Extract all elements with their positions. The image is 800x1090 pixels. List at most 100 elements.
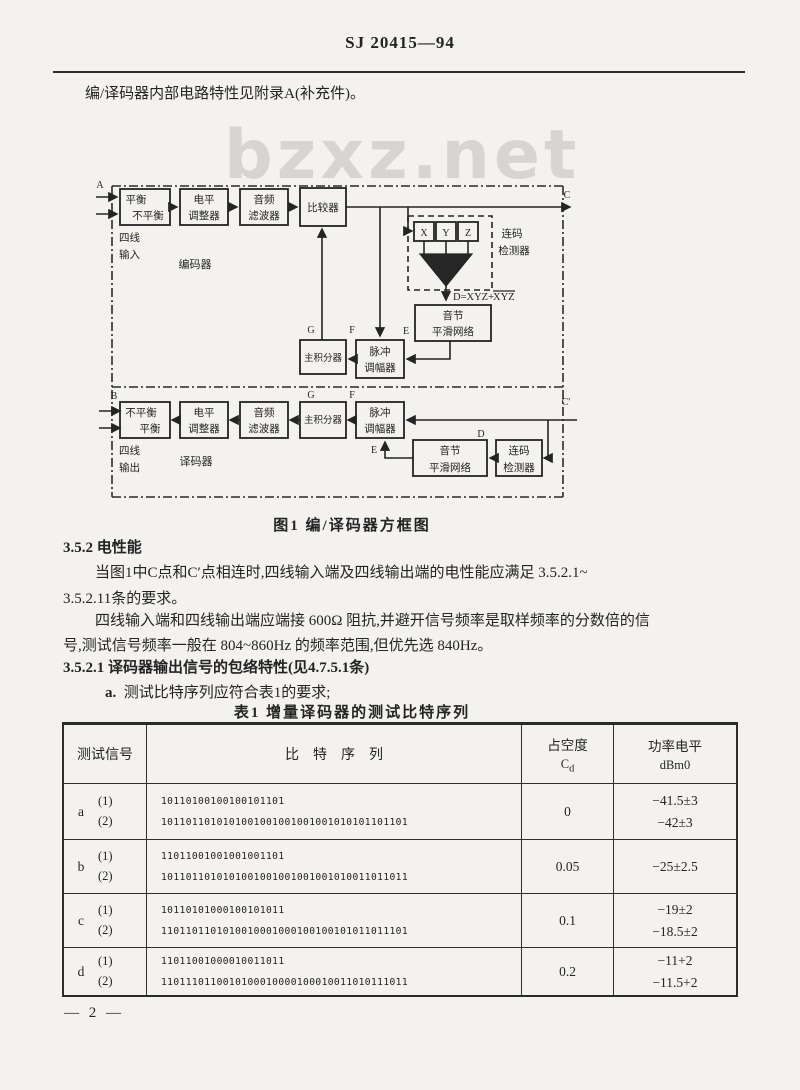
subrow-2-label: (2) [98, 869, 113, 883]
decoder-pam-box [355, 401, 405, 439]
duty-cycle-value: 0.05 [522, 840, 614, 893]
duty-cycle-value: 0 [522, 784, 614, 839]
header-duty-cycle: 占空度 Cd [522, 725, 614, 783]
decoder-section-label: 译码器 [180, 455, 213, 468]
power-level-1: −11+2 [657, 952, 693, 968]
encoder-smoothing-box [414, 304, 492, 342]
header-power-line1: 功率电平 [648, 739, 702, 754]
encoder-section-label: 编码器 [179, 257, 212, 271]
point-d-decoder-label: D [477, 429, 484, 440]
header-test-signal: 测试信号 [64, 725, 147, 783]
encoder-balance-line1: 平衡 [126, 194, 147, 206]
paragraph1-line2: 3.5.2.11条的要求。 [63, 591, 187, 607]
bit-sequence-2: 1101101101010010001000100100101011011101 [161, 925, 409, 937]
power-level-1: −19±2 [657, 901, 693, 917]
signal-letter: d [77, 963, 85, 979]
diagram-connections [96, 191, 577, 464]
decoder-detector-line1: 连码 [509, 444, 530, 457]
detector-gate-triangle [418, 253, 474, 287]
paragraph2-line1: 四线输入端和四线输出端应端接 600Ω 阻抗,并避开信号频率是取样频率的分数倍的… [95, 613, 650, 629]
table-row: d (1) (2) 11011001000010011011 1101110110… [64, 947, 736, 995]
item-a: a. 测试比特序列应符合表1的要求; [105, 681, 330, 702]
decoder-balance-box [119, 401, 171, 439]
point-f-encoder-label: F [349, 325, 355, 336]
decoder-integrator-label: 主积分器 [304, 414, 343, 426]
bit-sequence-1: 11011001001001001101 [161, 850, 285, 862]
encoder-level-adjuster-box [179, 188, 229, 226]
encoder-smoothing-line1: 音节 [443, 309, 464, 322]
watermark-text: bzxz.net [224, 116, 581, 195]
bit-sequence-1: 10110100100100101101 [161, 795, 285, 807]
decoder-detector-line2: 检测器 [503, 461, 535, 474]
figure-caption: 图1 编/译码器方框图 [273, 518, 431, 534]
table-header-row: 测试信号 比 特 序 列 占空度 Cd 功率电平 dBm0 [64, 725, 736, 783]
duty-cycle-value: 0.1 [522, 894, 614, 947]
encoder-filter-line2: 滤波器 [248, 209, 280, 222]
standard-number: SJ 20415—94 [345, 33, 455, 52]
encoder-integrator-box [299, 339, 347, 375]
point-b-label: B [111, 391, 118, 402]
encoder-smoothing-line2: 平滑网络 [432, 325, 474, 338]
signal-letter: a [78, 803, 84, 819]
encoder-level-line2: 调整器 [188, 209, 220, 222]
duty-cycle-value: 0.2 [522, 948, 614, 995]
point-c-label: C [564, 190, 571, 201]
encoder-integrator-label: 主积分器 [304, 352, 343, 364]
item-a-text: 测试比特序列应符合表1的要求; [123, 685, 331, 701]
point-a-label: A [96, 180, 104, 191]
power-level-1: −25±2.5 [652, 858, 698, 874]
power-level-1: −41.5±3 [652, 792, 698, 808]
decoder-boxes [119, 401, 543, 477]
decoder-smoothing-line1: 音节 [440, 444, 461, 457]
subrow-1-label: (1) [98, 794, 113, 808]
four-wire-input-line1: 四线 [119, 231, 140, 244]
subrow-1-label: (1) [98, 954, 113, 968]
section-heading-3521: 3.5.2.1 译码器输出信号的包络特性(见4.7.5.1条) [63, 660, 370, 676]
encoder-pam-line1: 脉冲 [370, 345, 391, 358]
four-wire-output-line1: 四线 [119, 444, 140, 457]
point-g-decoder-label: G [307, 390, 314, 401]
subrow-2-label: (2) [98, 814, 113, 828]
diagram-frame [111, 185, 564, 498]
register-z-label: Z [465, 228, 471, 239]
signal-letter: b [77, 858, 85, 874]
encoder-pam-line2: 调幅器 [364, 361, 396, 374]
register-y-box [435, 221, 457, 242]
table-row: c (1)(2) 10110101000100101011 1101101101… [64, 893, 736, 947]
table-title: 表1 增量译码器的测试比特序列 [233, 705, 471, 721]
decoder-smoothing-box [412, 439, 488, 477]
bit-sequence-2: 1101110110010100010000100010011010111011 [161, 976, 409, 988]
decoder-labels: B 不平衡 平衡 四线 输出 电平 调整器 音频 滤波器 主积分器 G 脉冲 调… [111, 390, 571, 474]
encoder-detector-line2: 检测器 [498, 244, 530, 257]
four-wire-input-line2: 输入 [119, 248, 140, 261]
register-y-label: Y [442, 228, 449, 239]
point-c-prime-label: C′ [562, 397, 571, 408]
subrow-2-label: (2) [98, 974, 113, 988]
subrow-2-label: (2) [98, 923, 113, 937]
header-power-line2: dBm0 [659, 758, 691, 772]
encoder-boxes [119, 187, 493, 379]
register-x-label: X [420, 228, 428, 239]
bit-sequence-1: 11011001000010011011 [161, 955, 285, 967]
power-level-2: −42±3 [657, 814, 693, 830]
decoder-level-line2: 调整器 [188, 422, 220, 435]
encoder-detector-line1: 连码 [502, 227, 523, 240]
block-diagram: A 平衡 不平衡 四线 输入 电平 调整器 音频 滤波器 比较器 编码器 C X… [96, 180, 577, 498]
point-e-decoder-label: E [371, 445, 377, 456]
power-level-2: −11.5+2 [652, 974, 698, 990]
decoder-level-adjuster-box [179, 401, 229, 439]
subrow-1-label: (1) [98, 849, 113, 863]
encoder-comparator-label: 比较器 [307, 201, 339, 214]
decoder-balance-line1: 不平衡 [125, 407, 157, 419]
encoder-balance-line2: 不平衡 [132, 210, 164, 222]
header-duty-line2: Cd [560, 756, 575, 775]
header-divider [53, 71, 745, 73]
page-number: — 2 — [64, 1005, 124, 1021]
header-bit-sequence: 比 特 序 列 [147, 725, 522, 783]
intro-paragraph: 编/译码器内部电路特性见附录A(补充件)。 [85, 86, 365, 102]
four-wire-output-line2: 输出 [119, 461, 140, 474]
header-duty-line1: 占空度 [547, 737, 588, 753]
bit-sequence-1: 10110101000100101011 [161, 904, 285, 916]
section-heading-352: 3.5.2 电性能 [63, 540, 142, 556]
